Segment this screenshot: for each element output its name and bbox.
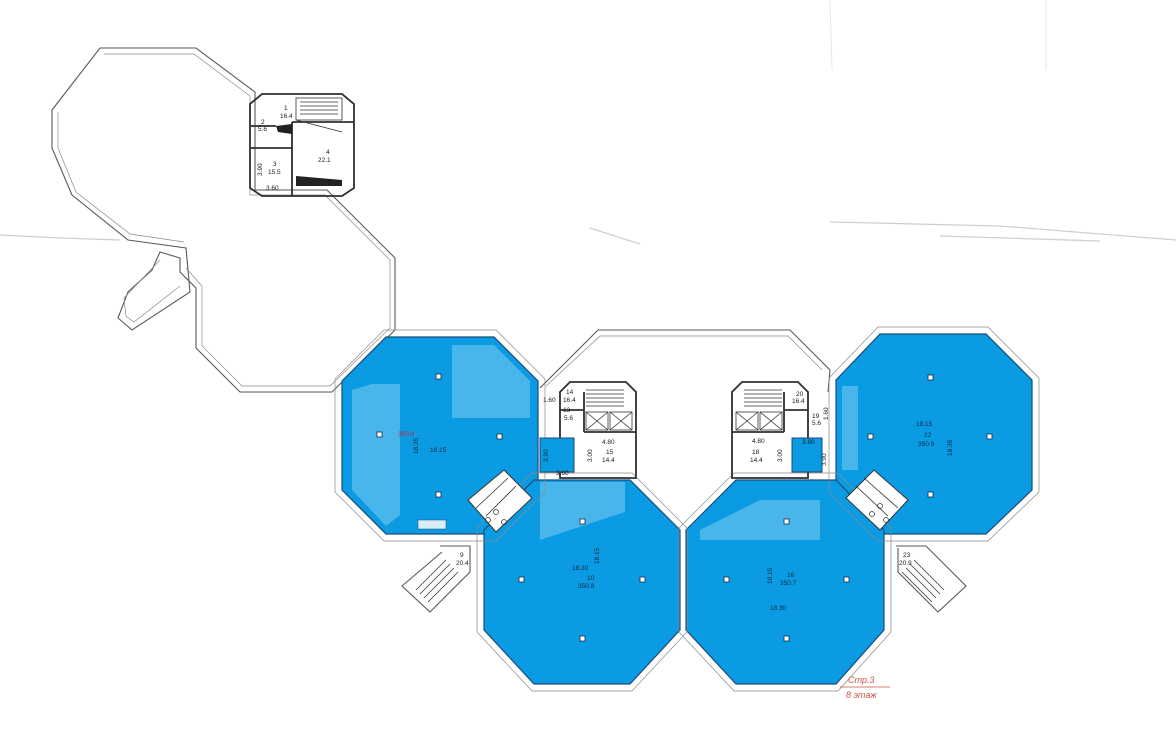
label-room-15-area: 14.4 [602, 457, 615, 464]
washroom-east [845, 469, 909, 531]
label-dim-3-00-right: 3.00 [777, 449, 784, 462]
label-dim-4-80-left: 4.80 [602, 439, 615, 446]
label-room-20-number: 20 [796, 391, 804, 398]
label-office-cw-area: 350.8 [578, 583, 595, 590]
label-dim-4-80-right: 4.80 [752, 438, 765, 445]
columns-west [376, 373, 503, 498]
label-office-ce-number: 16 [787, 572, 795, 579]
label-room-3-dim: 3.90 [257, 163, 264, 176]
label-room-1-number: 1 [284, 105, 288, 112]
label-room-14-area: 16.4 [563, 397, 576, 404]
label-office-east-area: 350.9 [918, 441, 935, 448]
stair-bottom-west [401, 545, 471, 613]
label-office-ce-dim-b: 18.30 [770, 605, 787, 612]
label-office-west-height: 18.35 [413, 437, 420, 454]
label-room-14-number: 14 [566, 389, 574, 396]
label-dim-1-60: 1.60 [543, 397, 556, 404]
label-room-3-number: 3 [273, 161, 277, 168]
stair-bottom-east [896, 545, 967, 613]
label-room-4-area: 22.1 [318, 157, 331, 164]
columns-center-west [518, 518, 646, 642]
label-dim-3-90-right: 3.90 [821, 453, 828, 466]
label-office-east-width: 18.15 [916, 421, 933, 428]
label-room-18-area: 14.4 [750, 457, 763, 464]
label-office-east-number: 22 [924, 432, 932, 439]
washroom-west [467, 469, 533, 533]
stair-top [295, 97, 343, 133]
label-room-13-area: 5.6 [564, 415, 573, 422]
label-office-cw-dim-a: 18.30 [572, 565, 589, 572]
label-room-3-area: 15.5 [268, 169, 281, 176]
page-number: Стр.3 [848, 675, 874, 685]
columns-east [867, 374, 993, 498]
label-room-2-number: 2 [261, 119, 265, 126]
label-office-cw-dim-b: 18.15 [594, 547, 601, 564]
label-room-1-area: 16.4 [280, 113, 293, 120]
label-office-west-area: 350.9 [398, 431, 415, 438]
label-dim-3-90-left: 3.90 [543, 449, 550, 462]
label-room-23-number: 23 [903, 552, 911, 559]
label-room-19-area: 5.6 [812, 420, 821, 427]
scan-artifacts [0, 0, 1176, 245]
label-dim-3-60-right: 3.60 [802, 439, 815, 446]
label-office-cw-number: 10 [587, 575, 595, 582]
label-room-4-number: 4 [326, 149, 330, 156]
label-room-20-area: 16.4 [792, 398, 805, 405]
core-right [731, 381, 823, 479]
core-left [539, 381, 637, 479]
label-office-ce-area: 350.7 [780, 580, 797, 587]
label-dim-1-60-right: 1.60 [823, 407, 830, 420]
label-room-9-area: 20.4 [456, 560, 469, 567]
left-wing-outline [51, 47, 396, 393]
top-service-core [249, 93, 355, 197]
label-room-2-area: 5.6 [258, 126, 267, 133]
label-dim-3-00-left: 3.00 [587, 449, 594, 462]
label-office-west-width: 18.15 [430, 447, 447, 454]
label-room-23-area: 20.9 [899, 560, 912, 567]
label-room-18-number: 18 [752, 449, 760, 456]
stair-left-core [586, 389, 624, 407]
office-center-east [685, 479, 885, 685]
label-office-ce-dim-a: 18.15 [767, 567, 774, 584]
label-room-9-number: 9 [460, 552, 464, 559]
label-room-13-number: 13 [563, 407, 571, 414]
floor-label: 8 этаж [846, 690, 877, 700]
stair-right-core [744, 389, 782, 407]
label-room-19-number: 19 [812, 413, 820, 420]
label-dim-3-60-left: 3.60 [556, 470, 569, 477]
columns-center-east [723, 518, 850, 642]
label-room-15-number: 15 [606, 449, 614, 456]
page-note: Стр.3 8 этаж [840, 675, 890, 700]
label-dim-3-60-top: 3.60 [266, 185, 279, 192]
office-center-west [483, 479, 681, 685]
label-office-east-height: 18.35 [947, 439, 954, 456]
